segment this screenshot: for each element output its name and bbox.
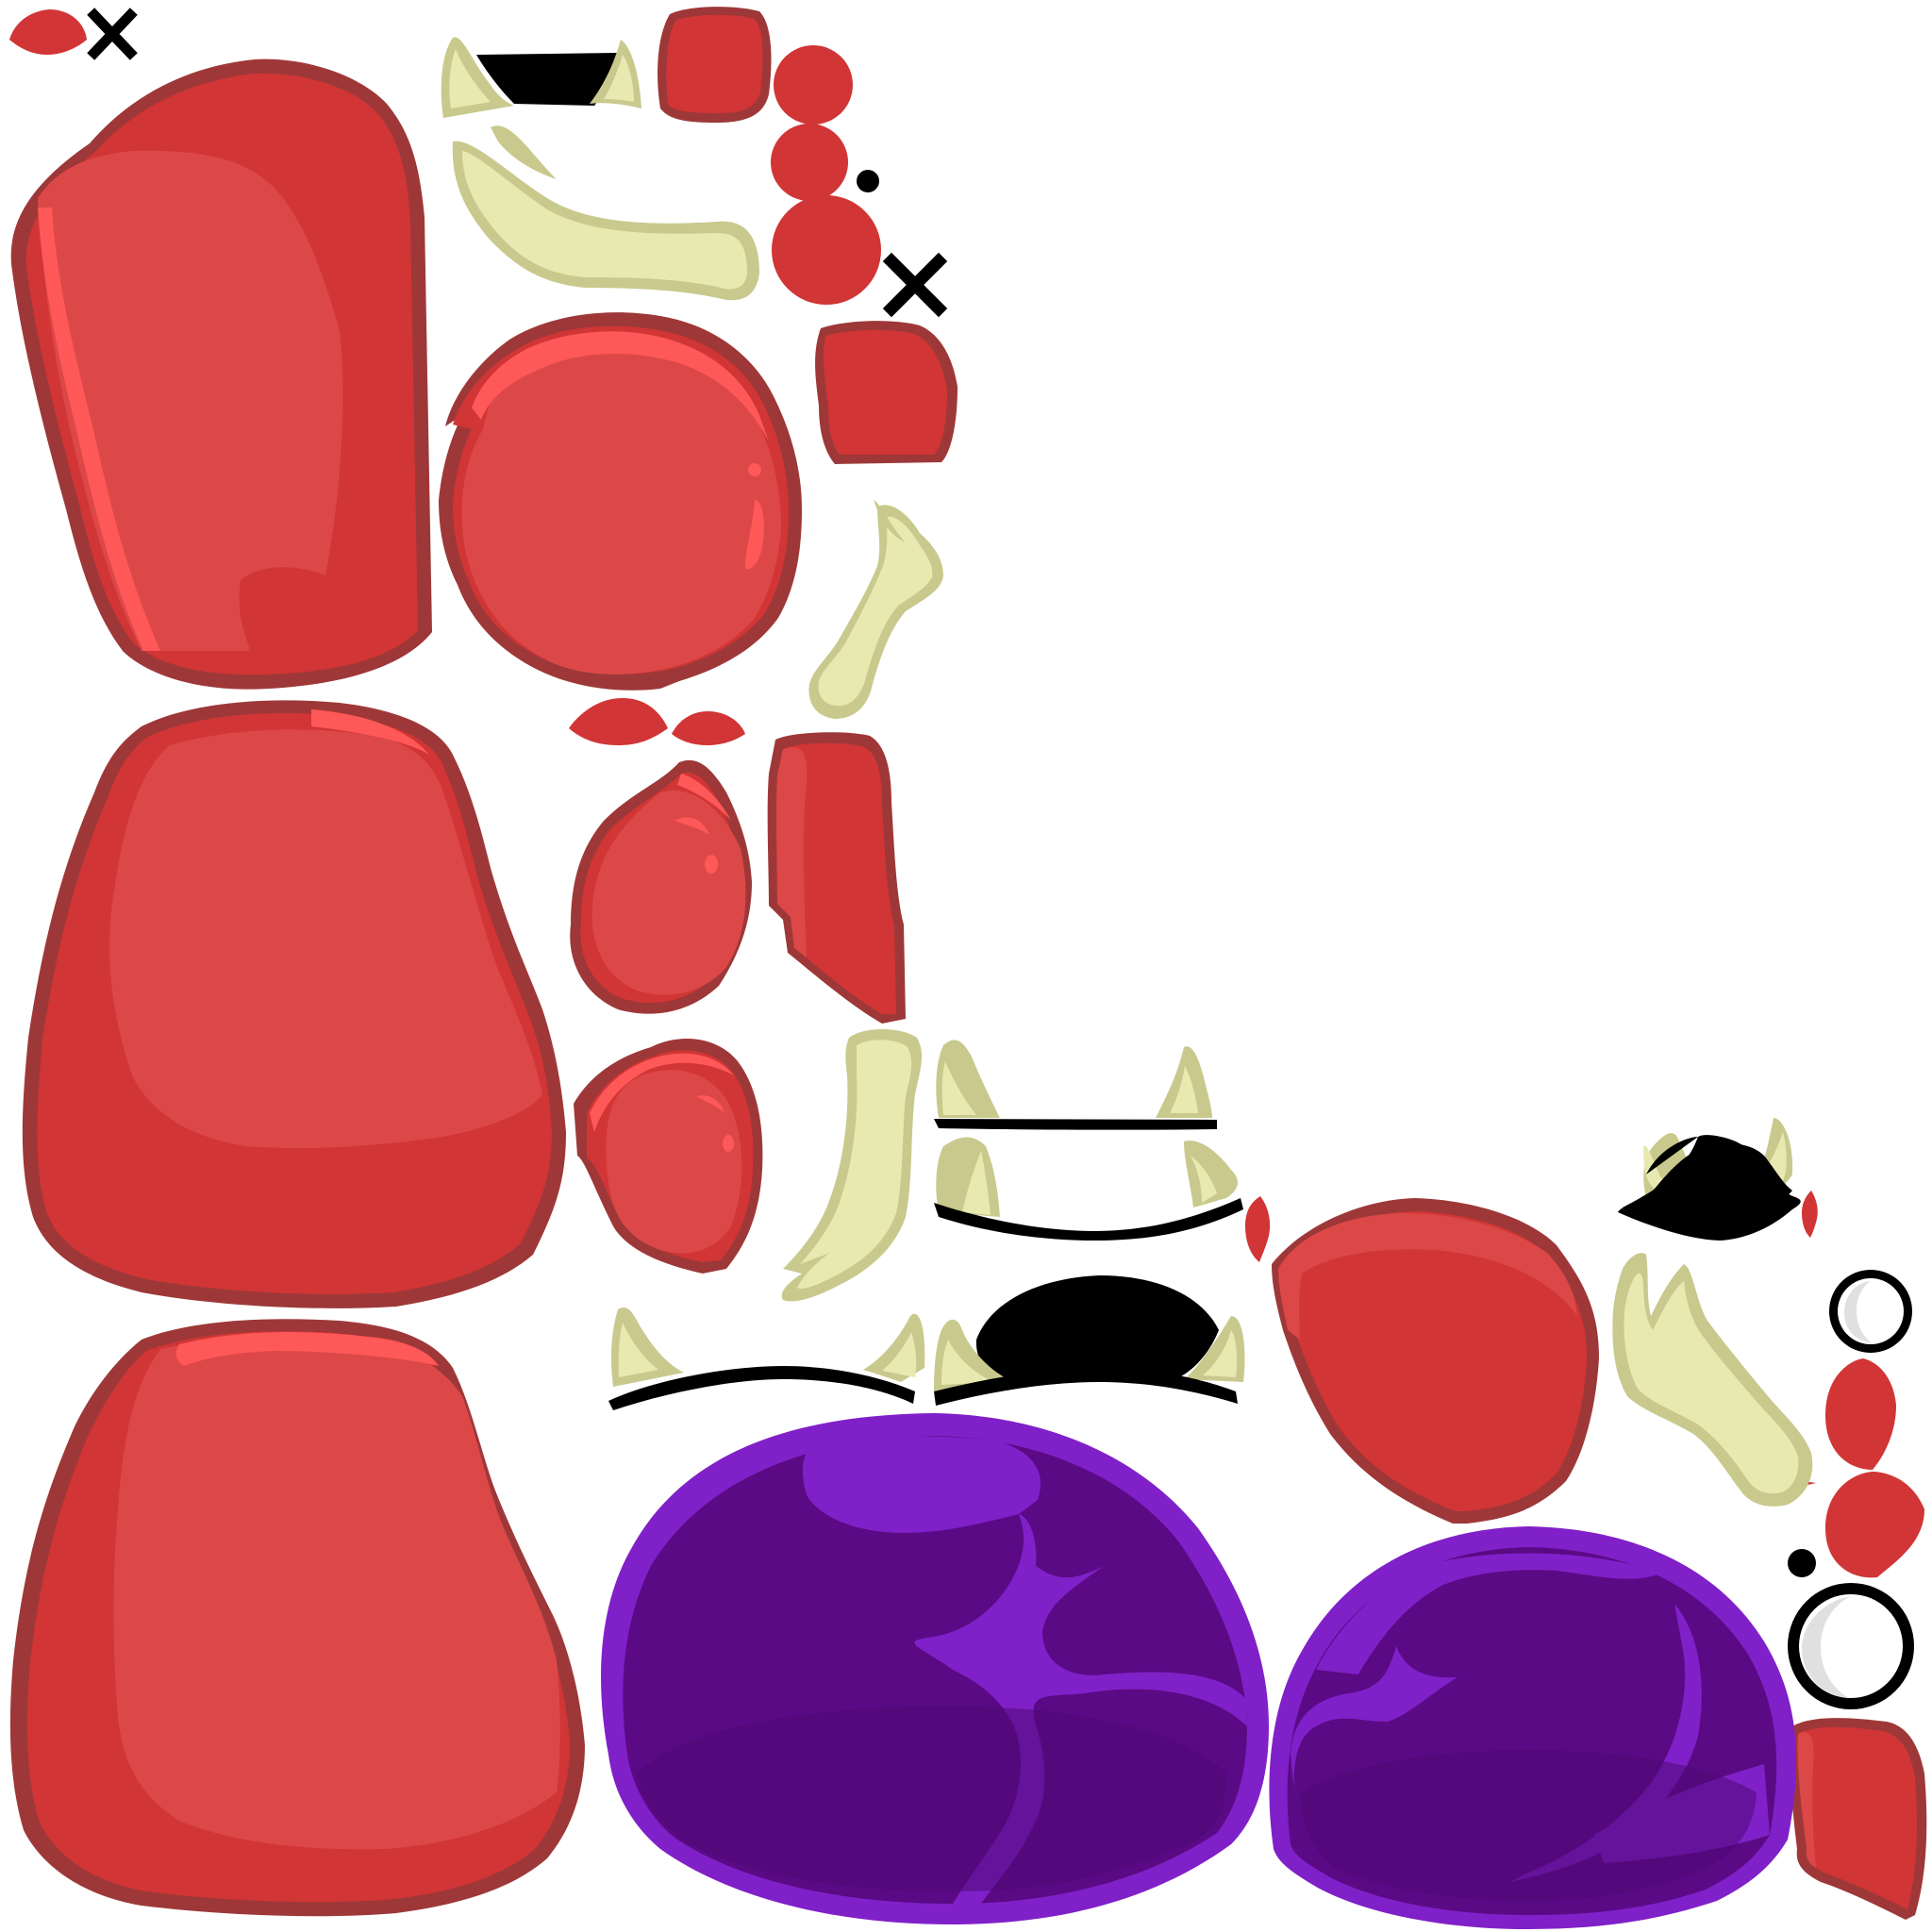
fang-horn-large bbox=[452, 125, 759, 301]
eye-white-bottom bbox=[1788, 1583, 1914, 1709]
mouth-closed bbox=[1618, 1118, 1801, 1241]
x-mark-large bbox=[882, 252, 948, 318]
body-blob-bottom-left bbox=[9, 1319, 586, 1917]
fang-horn-curled bbox=[808, 500, 943, 719]
red-tab bbox=[1272, 1198, 1599, 1524]
side-head-large bbox=[570, 759, 752, 1014]
red-ball-large bbox=[772, 195, 881, 305]
side-head-small bbox=[574, 1039, 763, 1274]
purple-shell-left bbox=[601, 1413, 1269, 1924]
black-dot-top bbox=[857, 170, 879, 192]
mouth-open-bottom bbox=[934, 1275, 1245, 1406]
black-dot-right bbox=[1788, 1549, 1816, 1577]
purple-shell-right bbox=[1269, 1526, 1797, 1929]
red-lid-pair bbox=[9, 9, 745, 745]
fang-horn-right bbox=[1612, 1253, 1813, 1507]
body-blob-top-left bbox=[10, 58, 433, 690]
round-head bbox=[439, 312, 802, 691]
mouth-line-narrow bbox=[608, 1307, 925, 1410]
x-mark-small bbox=[87, 8, 138, 60]
arm-segment-lower bbox=[767, 732, 906, 1024]
arm-segment-upper bbox=[815, 321, 958, 464]
mouth-open-top bbox=[441, 37, 641, 119]
red-ball-medium bbox=[771, 45, 853, 201]
arm-segment-right bbox=[1790, 1718, 1927, 1920]
eye-white-top bbox=[1829, 1270, 1912, 1353]
red-square-top bbox=[658, 7, 772, 124]
fang-horn-vertical bbox=[781, 1029, 923, 1302]
body-blob-middle-left bbox=[22, 700, 566, 1308]
red-drop bbox=[1245, 1191, 1818, 1262]
red-ball-small bbox=[1804, 1358, 1924, 1578]
mouth-line-wide bbox=[934, 1040, 1243, 1241]
